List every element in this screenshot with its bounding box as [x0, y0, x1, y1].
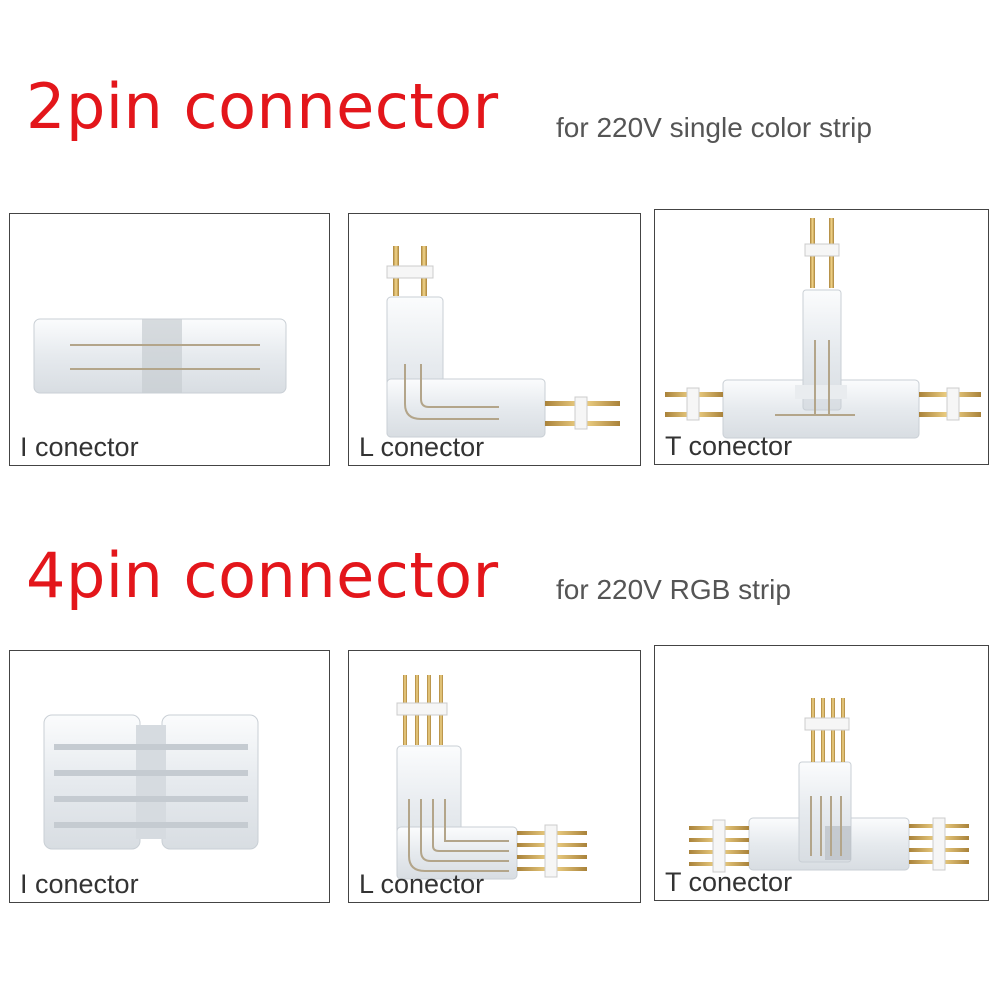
t-connector-4pin-icon: [689, 698, 969, 873]
t-connector-2pin-icon: [665, 218, 981, 439]
caption-i-connector-2pin: I conector: [20, 432, 139, 463]
l-connector-2pin-icon: [386, 246, 620, 438]
caption-t-connector-4pin: T conector: [665, 867, 793, 898]
panel-l-connector-2pin: L conector: [348, 213, 641, 466]
section-subtitle-4pin: for 220V RGB strip: [556, 574, 791, 605]
section-subtitle-2pin: for 220V single color strip: [556, 112, 872, 143]
i-connector-4pin-icon: [43, 714, 259, 850]
section-title-4pin: 4pin connector: [26, 539, 499, 612]
caption-l-connector-2pin: L conector: [359, 432, 485, 463]
caption-i-connector-4pin: I conector: [20, 869, 139, 900]
caption-l-connector-4pin: L conector: [359, 869, 485, 900]
panel-l-connector-4pin: L conector: [348, 650, 641, 903]
panel-t-connector-2pin: T conector: [654, 209, 989, 465]
caption-t-connector-2pin: T conector: [665, 431, 793, 462]
l-connector-4pin-icon: [396, 675, 587, 880]
section-title-2pin: 2pin connector: [26, 70, 499, 143]
i-connector-2pin-icon: [33, 318, 287, 394]
panel-i-connector-2pin: I conector: [9, 213, 330, 466]
panel-i-connector-4pin: I conector: [9, 650, 330, 903]
panel-t-connector-4pin: T conector: [654, 645, 989, 901]
